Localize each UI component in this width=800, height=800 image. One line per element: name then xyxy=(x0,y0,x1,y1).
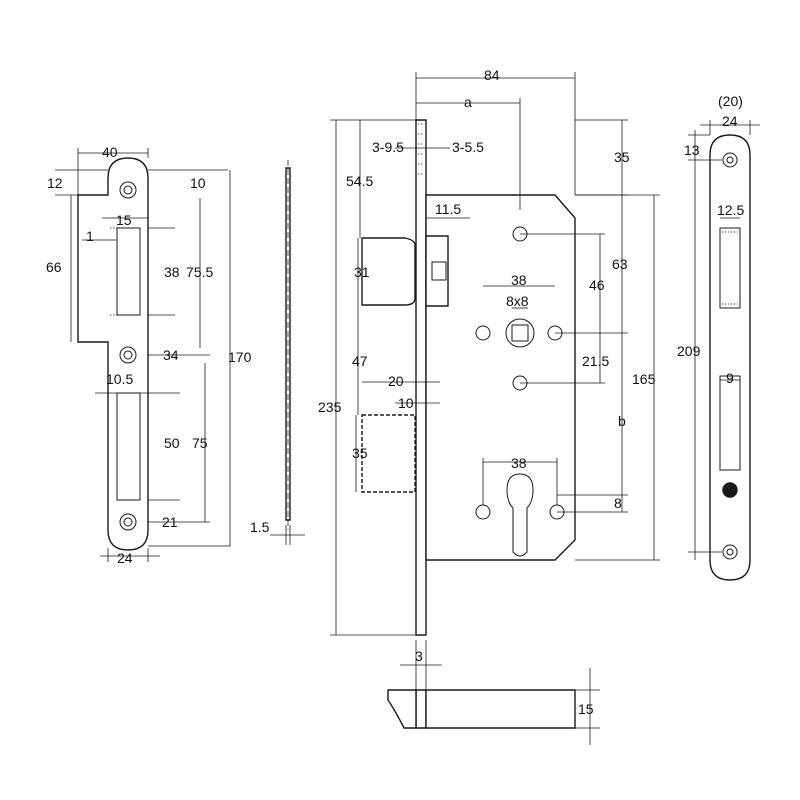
latch xyxy=(361,414,416,493)
dim-24: 24 xyxy=(722,113,738,129)
strike-screw-hole-top xyxy=(119,181,137,199)
dim-11-5: 11.5 xyxy=(435,201,461,217)
dim-1-5: 1.5 xyxy=(250,519,270,535)
dim-35-top: 35 xyxy=(614,149,630,165)
faceplate-screw-top xyxy=(722,152,738,168)
faceplate-view: (20) 24 13 12.5 209 9 xyxy=(677,93,760,581)
square-spindle-8x8 xyxy=(511,324,529,342)
dim-84: 84 xyxy=(484,67,500,83)
dim-a: a xyxy=(464,94,472,110)
dim-3-5-5: 3-5.5 xyxy=(452,139,484,155)
dim-38-lower: 38 xyxy=(511,455,527,471)
strike-bolt-opening xyxy=(116,227,141,316)
faceplate-bolt-slot xyxy=(719,227,741,309)
dim-75: 75 xyxy=(192,435,208,451)
faceplate-latch-slot xyxy=(719,375,741,471)
dim-31: 31 xyxy=(354,264,370,280)
follower-left-hole xyxy=(475,325,491,341)
dim-20-paren: (20) xyxy=(718,93,743,109)
dim-47: 47 xyxy=(352,353,368,369)
faceplate-screw-bottom xyxy=(722,544,738,560)
dim-8: 8 xyxy=(614,495,622,511)
dim-20: 20 xyxy=(388,373,404,389)
dim-54-5: 54.5 xyxy=(346,173,373,189)
side-profile-view: 1.5 xyxy=(250,160,305,545)
dim-40: 40 xyxy=(102,144,118,160)
dim-12: 12 xyxy=(47,175,63,191)
dim-15: 15 xyxy=(116,212,132,228)
dim-3-9-5: 3-9.5 xyxy=(372,139,404,155)
dim-66: 66 xyxy=(46,259,62,275)
dim-10-5: 10.5 xyxy=(106,371,133,387)
dim-24: 24 xyxy=(117,550,133,566)
dim-10: 10 xyxy=(398,395,414,411)
profile-cylinder-cutout xyxy=(506,473,534,557)
dim-15: 15 xyxy=(578,701,594,717)
lock-forend-plate xyxy=(415,119,427,636)
dim-34: 34 xyxy=(163,347,179,363)
dim-165: 165 xyxy=(632,371,656,387)
dim-3: 3 xyxy=(415,648,423,664)
dim-21-5: 21.5 xyxy=(582,353,609,369)
strike-screw-hole-bottom xyxy=(119,513,137,531)
bolt-block xyxy=(425,235,449,307)
strike-plate-view: 40 12 10 15 1 66 38 75.5 34 170 10.5 50 … xyxy=(46,144,252,566)
strike-screw-hole-middle xyxy=(119,346,137,364)
dim-8x8: 8x8 xyxy=(506,293,529,309)
dim-38: 38 xyxy=(164,264,180,280)
dim-170: 170 xyxy=(228,349,252,365)
bolt-detail-lip xyxy=(387,689,417,729)
dim-13: 13 xyxy=(684,142,700,158)
faceplate-cylinder-screw xyxy=(722,482,738,498)
dim-21: 21 xyxy=(162,514,178,530)
dim-38-upper: 38 xyxy=(511,272,527,288)
dim-b: b xyxy=(618,413,626,429)
dim-50: 50 xyxy=(164,435,180,451)
lock-body-view: 84 a 3-9.5 3-5.5 35 54.5 11.5 31 63 38 8… xyxy=(318,67,660,636)
spindle-follower xyxy=(505,318,535,348)
bolt-detail-body xyxy=(425,689,576,729)
strike-plate-outline xyxy=(77,157,149,551)
dim-63: 63 xyxy=(612,256,628,272)
dim-35-latch: 35 xyxy=(352,445,368,461)
dim-46: 46 xyxy=(589,277,605,293)
dim-10: 10 xyxy=(190,175,206,191)
bolt-detail-view: 3 15 xyxy=(387,640,600,745)
deadbolt xyxy=(361,237,416,306)
dim-75-5: 75.5 xyxy=(186,264,213,280)
dim-209: 209 xyxy=(677,343,701,359)
dim-12-5: 12.5 xyxy=(717,202,744,218)
bolt-detail-outline xyxy=(415,689,427,729)
dim-1: 1 xyxy=(86,228,94,244)
dim-235: 235 xyxy=(318,399,342,415)
dim-9: 9 xyxy=(726,370,734,386)
